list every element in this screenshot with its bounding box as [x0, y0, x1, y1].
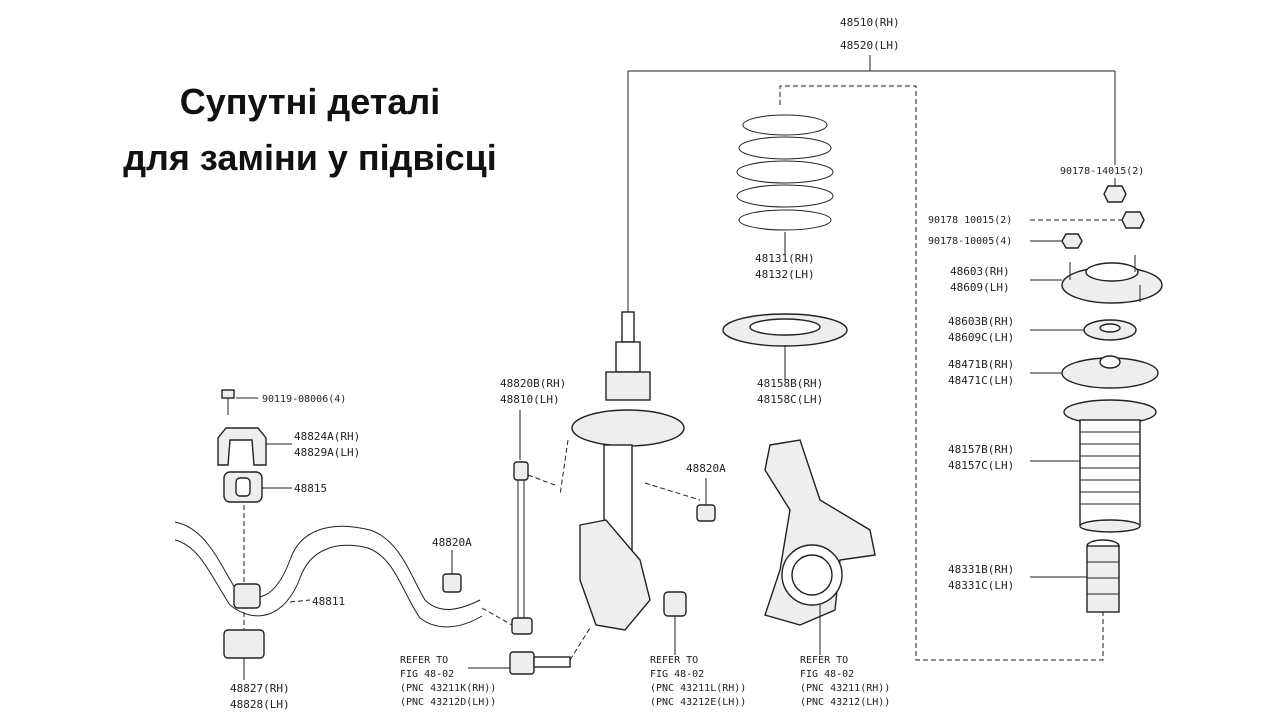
strut-bolt: [468, 627, 591, 675]
assembly-bracket: [627, 55, 1116, 661]
label-bracket-lh: 48829A(LH): [294, 446, 360, 459]
label-spring-rh: 48131(RH): [755, 252, 815, 265]
dust-boot: [1030, 399, 1157, 533]
bar-bracket: [217, 427, 292, 466]
label-ref1-a: REFER TO: [400, 655, 448, 666]
label-insulator-lh: 48471C(LH): [948, 374, 1014, 387]
label-link-rh: 48820B(RH): [500, 377, 566, 390]
label-ref3-c: (PNC 43211(RH)): [800, 683, 890, 694]
label-support-rh: 48603(RH): [950, 265, 1010, 278]
label-nut-top: 90178-14015(2): [1060, 166, 1144, 177]
shock-absorber: [559, 311, 701, 631]
label-bolt: 90119-08006(4): [262, 394, 346, 405]
strut-bushing: [663, 591, 687, 655]
label-ref1-d: (PNC 43212D(LH)): [400, 697, 496, 708]
label-boot-rh: 48157B(RH): [948, 443, 1014, 456]
label-clamp-rh: 48827(RH): [230, 682, 290, 695]
label-link-lh: 48810(LH): [500, 393, 560, 406]
label-bushing: 48815: [294, 482, 327, 495]
bar-bushing: [223, 471, 292, 585]
spring-insulator: [1030, 355, 1159, 389]
label-clamp-lh: 48828(LH): [230, 698, 290, 711]
bump-stopper: [1030, 539, 1120, 613]
label-strut-rh: 48510(RH): [840, 16, 900, 29]
label-bearing-rh: 48603B(RH): [948, 315, 1014, 328]
label-nut-mid: 90178 10015(2): [928, 215, 1012, 226]
spring-seat: [722, 313, 848, 380]
label-nut-low: 90178-10005(4): [928, 236, 1012, 247]
label-strut-lh: 48520(LH): [840, 39, 900, 52]
label-ref2-d: (PNC 43212E(LH)): [650, 697, 746, 708]
label-ref2-b: FIG 48-02: [650, 669, 704, 680]
label-bumper-rh: 48331B(RH): [948, 563, 1014, 576]
label-bumper-lh: 48331C(LH): [948, 579, 1014, 592]
label-insulator-rh: 48471B(RH): [948, 358, 1014, 371]
label-bearing-lh: 48609C(LH): [948, 331, 1014, 344]
upper-nut-1: [1103, 178, 1127, 203]
coil-spring: [736, 114, 834, 255]
bearing: [1030, 319, 1137, 341]
link-nut: [696, 478, 716, 522]
label-ref2-a: REFER TO: [650, 655, 698, 666]
steering-knuckle: [764, 439, 876, 655]
label-ref3-b: FIG 48-02: [800, 669, 854, 680]
label-seat-rh: 48158B(RH): [757, 377, 823, 390]
label-ref1-b: FIG 48-02: [400, 669, 454, 680]
label-ref3-a: REFER TO: [800, 655, 848, 666]
label-support-lh: 48609(LH): [950, 281, 1010, 294]
label-link-nut: 48820A: [686, 462, 726, 475]
diagram-title: Супутні деталі для заміни у підвісці: [80, 74, 540, 186]
bar-clamp: [223, 612, 265, 680]
bar-bolt: [221, 389, 258, 415]
stabilizer-bar: [174, 521, 513, 628]
label-ref1-c: (PNC 43211K(RH)): [400, 683, 496, 694]
title-line-1: Супутні деталі: [179, 81, 441, 122]
upper-nut-2: [1030, 211, 1145, 229]
label-link-nut-bar: 48820A: [432, 536, 472, 549]
label-boot-lh: 48157C(LH): [948, 459, 1014, 472]
stabilizer-link: [511, 410, 556, 635]
upper-nut-3: [1030, 233, 1083, 249]
label-ref2-c: (PNC 43211L(RH)): [650, 683, 746, 694]
label-ref3-d: (PNC 43212(LH)): [800, 697, 890, 708]
label-seat-lh: 48158C(LH): [757, 393, 823, 406]
label-spring-lh: 48132(LH): [755, 268, 815, 281]
title-line-2: для заміни у підвісці: [123, 137, 497, 178]
label-bracket-rh: 48824A(RH): [294, 430, 360, 443]
strut-support: [1030, 255, 1163, 304]
label-stabilizer: 48811: [312, 595, 345, 608]
